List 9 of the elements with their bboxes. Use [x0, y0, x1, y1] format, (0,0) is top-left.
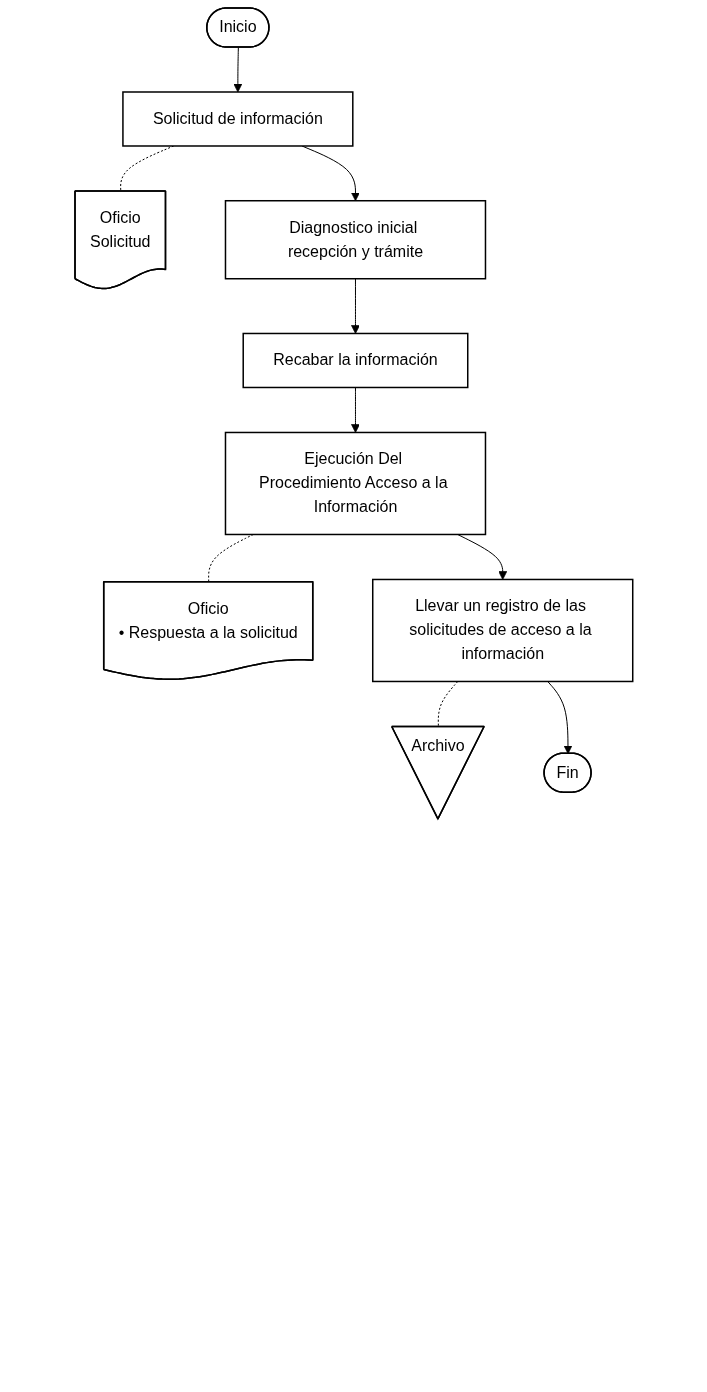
arrow: [546, 680, 572, 755]
node-box: Ejecución Del Procedimiento Acceso a la Información: [224, 431, 486, 536]
node-box: Diagnostico inicial recepción y trámite: [224, 200, 486, 280]
arrow: [233, 47, 242, 93]
arrow: [350, 387, 360, 433]
arrow: [350, 278, 360, 334]
node-box: Llevar un registro de las solicitudes de acceso a la información: [371, 578, 634, 683]
node-box: Recabar la información: [242, 332, 469, 389]
node-box: Solicitud de información: [121, 91, 354, 147]
